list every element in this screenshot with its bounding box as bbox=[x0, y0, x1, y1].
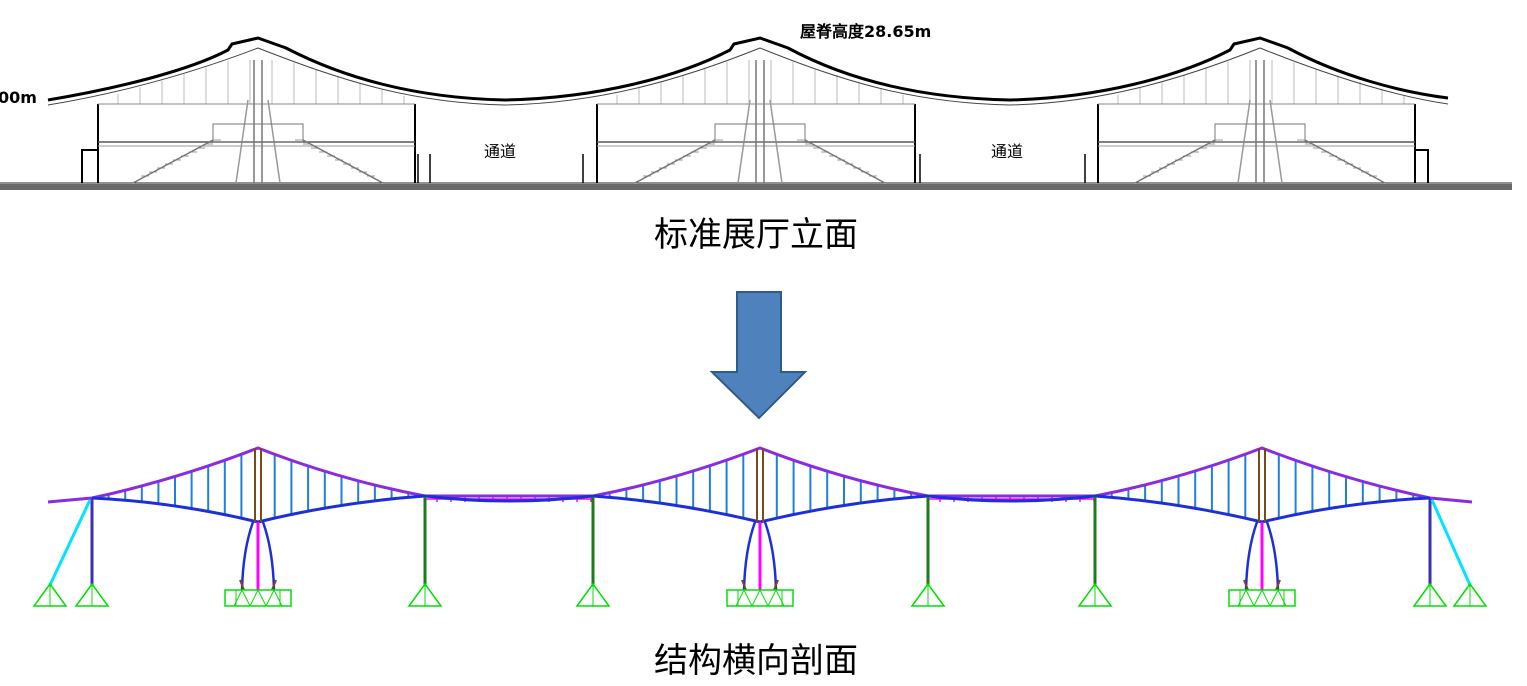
mast-leg bbox=[240, 521, 255, 591]
mezzanine-box bbox=[714, 123, 806, 143]
mast-base-pin bbox=[1237, 588, 1255, 607]
mast-base-pin bbox=[1253, 588, 1271, 607]
stair-rail bbox=[302, 139, 384, 184]
mezzanine-box bbox=[1214, 123, 1306, 143]
stair-rail bbox=[634, 139, 716, 184]
eave-height-label: 00m bbox=[0, 88, 37, 107]
roof-bottom-chord bbox=[91, 494, 1431, 524]
elevation-drawing: 屋脊高度28.65m 00m 通道 通道 标准展厅立面 bbox=[0, 22, 1512, 255]
ground-line bbox=[0, 184, 1512, 190]
corridor-label: 通道 bbox=[484, 142, 516, 161]
left-end-wall bbox=[81, 104, 99, 183]
roof-inner-line bbox=[47, 47, 1449, 106]
mast-base-pin bbox=[767, 588, 785, 607]
mast-base-pin bbox=[249, 588, 267, 607]
right-end-wall bbox=[1414, 104, 1429, 183]
ridge-height-label: 屋脊高度28.65m bbox=[800, 22, 931, 41]
mezzanine-box bbox=[212, 123, 304, 143]
hall-interiors bbox=[97, 60, 1416, 184]
stair-rail bbox=[804, 139, 886, 184]
roof-top-chord bbox=[47, 446, 1473, 504]
mast-leg bbox=[261, 521, 276, 591]
mast-foot bbox=[1275, 579, 1281, 591]
stair-rail bbox=[132, 139, 214, 184]
mast-foot bbox=[239, 579, 245, 591]
section-caption: 结构横向剖面 bbox=[654, 641, 858, 681]
elevation-caption: 标准展厅立面 bbox=[654, 215, 858, 255]
mast-base-pin bbox=[1269, 588, 1287, 607]
mast-foot bbox=[1243, 579, 1249, 591]
mast-foot bbox=[271, 579, 277, 591]
columns bbox=[48, 497, 1472, 586]
mast-base-pin bbox=[751, 588, 769, 607]
stair-rail bbox=[1134, 139, 1216, 184]
stair-rail bbox=[1304, 139, 1386, 184]
masts bbox=[239, 448, 1281, 591]
mast-foot bbox=[773, 579, 779, 591]
down-arrow bbox=[709, 291, 808, 420]
mast-base-pin bbox=[233, 588, 251, 607]
mast-leg bbox=[742, 521, 757, 591]
mast-leg bbox=[1244, 521, 1259, 591]
end-brace bbox=[48, 499, 92, 586]
structural-section: 结构横向剖面 bbox=[32, 446, 1488, 681]
mast-base-pin bbox=[735, 588, 753, 607]
mast-leg bbox=[1265, 521, 1280, 591]
corridor-label: 通道 bbox=[991, 142, 1023, 161]
mast-leg bbox=[763, 521, 778, 591]
mast-base-pin bbox=[265, 588, 283, 607]
supports bbox=[32, 582, 1488, 607]
roof-outline bbox=[47, 36, 1449, 102]
end-brace bbox=[1430, 499, 1472, 586]
mast-foot bbox=[741, 579, 747, 591]
